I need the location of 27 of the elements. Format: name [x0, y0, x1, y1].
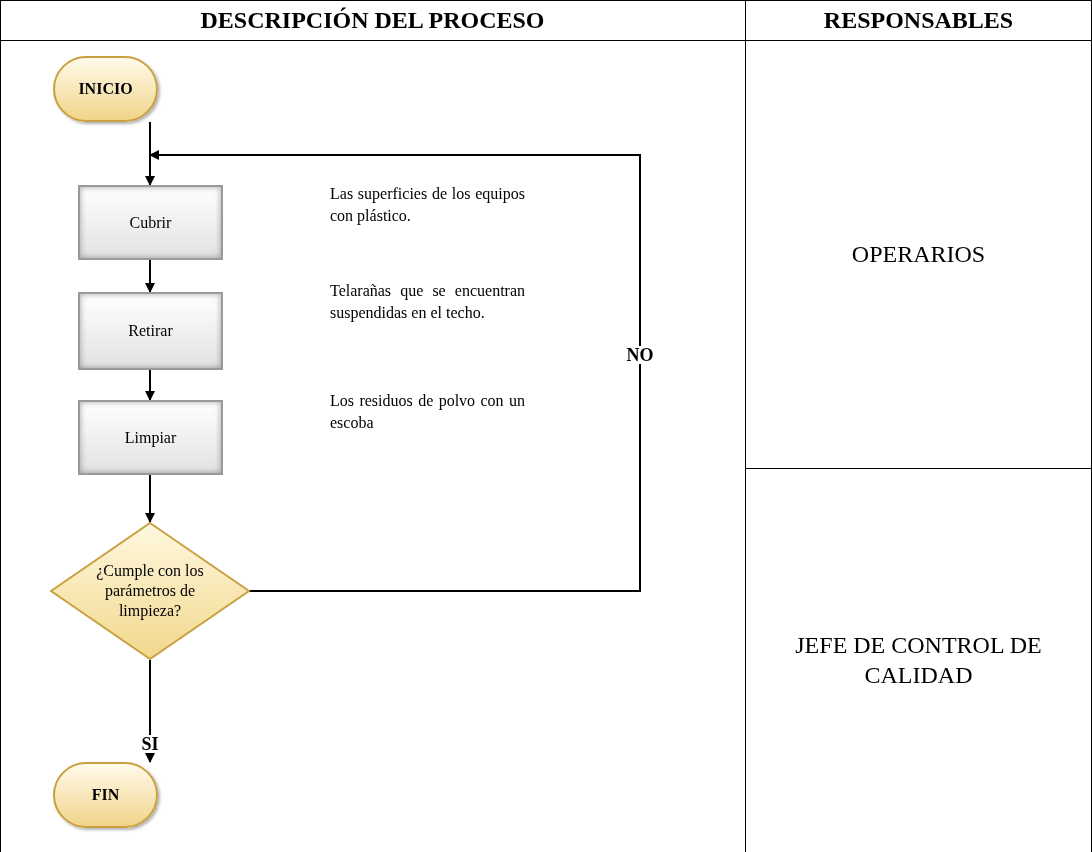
edge-label: NO	[624, 346, 656, 364]
node-text: Limpiar	[124, 427, 177, 448]
arrow	[149, 150, 641, 592]
node-text: FIN	[91, 785, 120, 805]
terminal-pill	[53, 56, 158, 122]
header-cell-text: DESCRIPCIÓN DEL PROCESO	[200, 6, 545, 35]
header-cell-text: RESPONSABLES	[823, 6, 1014, 35]
process-box	[78, 185, 223, 260]
arrow	[145, 474, 155, 523]
arrow	[145, 369, 155, 401]
note-text: Los residuos de polvo con un escoba	[330, 391, 525, 433]
process-box	[78, 400, 223, 475]
node-text: Cubrir	[129, 212, 172, 233]
note-text: Telarañas que se encuentran suspendidas en el techo.	[330, 281, 525, 324]
decision-diamond	[50, 522, 250, 660]
responsible-text: OPERARIOS	[851, 240, 986, 269]
process-box	[78, 292, 223, 370]
arrow	[145, 259, 155, 293]
terminal-pill	[53, 762, 158, 828]
responsible-text: JEFE DE CONTROL DE CALIDAD	[794, 631, 1043, 690]
node-text: INICIO	[78, 79, 133, 99]
node-text: ¿Cumple con los parámetros de limpieza?	[95, 561, 205, 621]
edge-label: SI	[139, 735, 161, 753]
arrow	[145, 659, 155, 763]
note-text: Las superficies de los equipos con plástico.	[330, 184, 525, 227]
arrow	[145, 121, 155, 186]
node-text: Retirar	[128, 321, 173, 341]
